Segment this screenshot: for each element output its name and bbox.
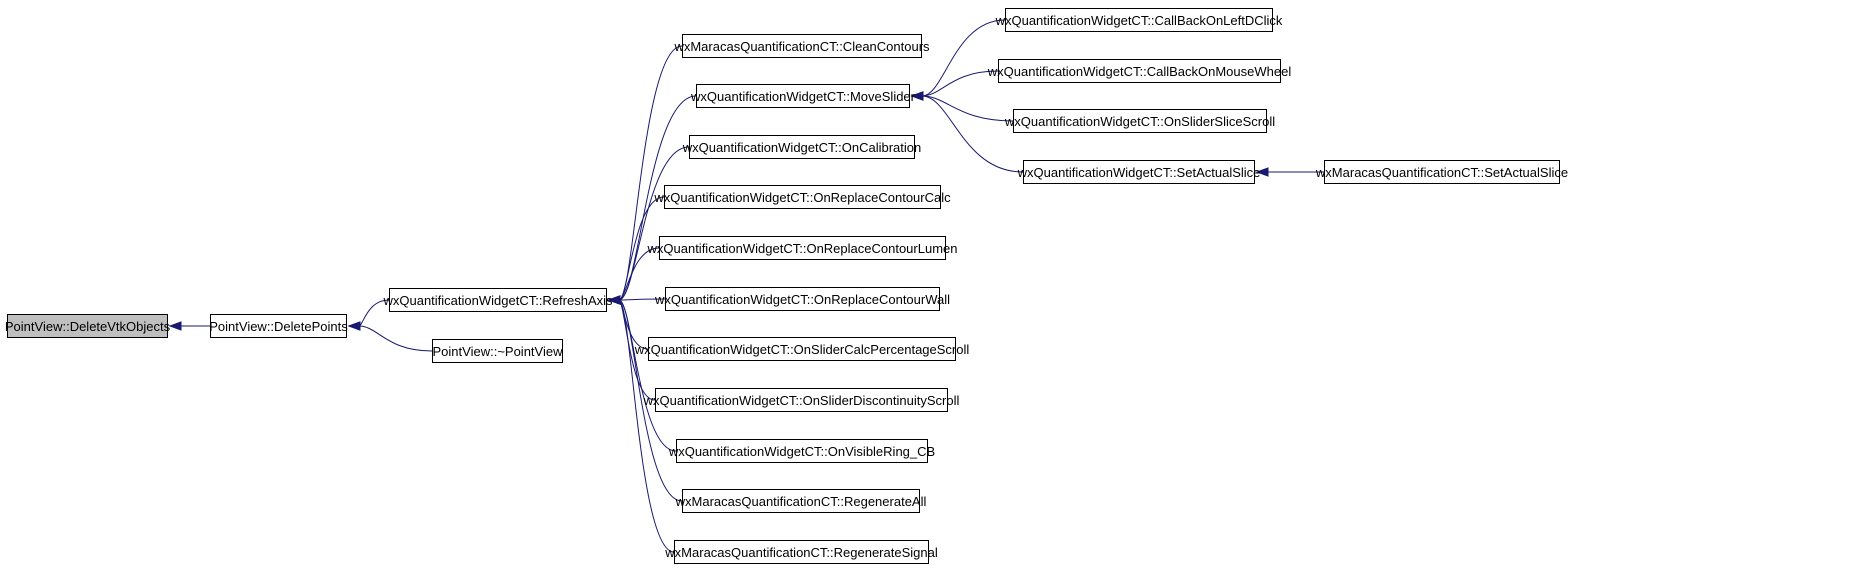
node-pointview-destructor[interactable]: PointView::~PointView (432, 339, 563, 363)
node-onslidercalcpercentagescroll[interactable]: wxQuantificationWidgetCT::OnSliderCalcPe… (635, 337, 969, 361)
arrowhead-n18-to-n5 (910, 91, 924, 101)
edge-n14-to-n2 (618, 299, 675, 553)
edge-n15-to-n5 (921, 19, 1006, 97)
node-onreplacecontourlumen[interactable]: wxQuantificationWidgetCT::OnReplaceConto… (648, 236, 958, 260)
node-onvisiblering-cb[interactable]: wxQuantificationWidgetCT::OnVisibleRing_… (669, 439, 935, 463)
node-regeneratesignal[interactable]: wxMaracasQuantificationCT::RegenerateSig… (665, 540, 938, 564)
node-pointview-deletepoints[interactable]: PointView::DeletePoints (209, 314, 348, 338)
node-setactualslice-widget[interactable]: wxQuantificationWidgetCT::SetActualSlice (1018, 160, 1260, 184)
node-oncalibration[interactable]: wxQuantificationWidgetCT::OnCalibration (683, 135, 921, 159)
node-callbackonmousewheel[interactable]: wxQuantificationWidgetCT::CallBackOnMous… (988, 59, 1291, 83)
node-cleancontours[interactable]: wxMaracasQuantificationCT::CleanContours (674, 34, 930, 58)
edge-n11-to-n2 (618, 299, 656, 401)
node-setactualslice-maracas[interactable]: wxMaracasQuantificationCT::SetActualSlic… (1316, 160, 1568, 184)
edge-n17-to-n5 (921, 95, 1014, 122)
edge-n3-to-n1 (358, 325, 433, 352)
edge-n6-to-n2 (618, 146, 690, 301)
edge-n9-to-n2 (618, 298, 666, 301)
arrowhead-n1-to-n0 (168, 321, 182, 331)
arrowhead-n14-to-n2 (607, 295, 621, 305)
edge-n18-to-n5 (921, 95, 1024, 173)
node-pointview-deletevtkobjects: PointView::DeleteVtkObjects (5, 314, 170, 338)
node-onreplacecontourwall[interactable]: wxQuantificationWidgetCT::OnReplaceConto… (655, 287, 950, 311)
edge-n13-to-n2 (618, 299, 683, 502)
node-onsliderdiscontinuityscroll[interactable]: wxQuantificationWidgetCT::OnSliderDiscon… (644, 388, 959, 412)
edge-n16-to-n5 (921, 70, 999, 97)
arrowhead-n3-to-n1 (347, 321, 361, 331)
node-onreplacecontourcalc[interactable]: wxQuantificationWidgetCT::OnReplaceConto… (654, 185, 951, 209)
node-callbackonleftdclick[interactable]: wxQuantificationWidgetCT::CallBackOnLeft… (996, 8, 1282, 32)
arrowhead-n19-to-n18 (1255, 167, 1269, 177)
node-refreshaxis[interactable]: wxQuantificationWidgetCT::RefreshAxis (383, 288, 613, 312)
node-moveslider[interactable]: wxQuantificationWidgetCT::MoveSlider (691, 84, 915, 108)
edge-n8-to-n2 (618, 247, 660, 301)
node-onsliderslicescroll[interactable]: wxQuantificationWidgetCT::OnSliderSliceS… (1005, 109, 1275, 133)
edge-n4-to-n2 (618, 45, 683, 301)
node-regenerateall[interactable]: wxMaracasQuantificationCT::RegenerateAll (676, 489, 926, 513)
